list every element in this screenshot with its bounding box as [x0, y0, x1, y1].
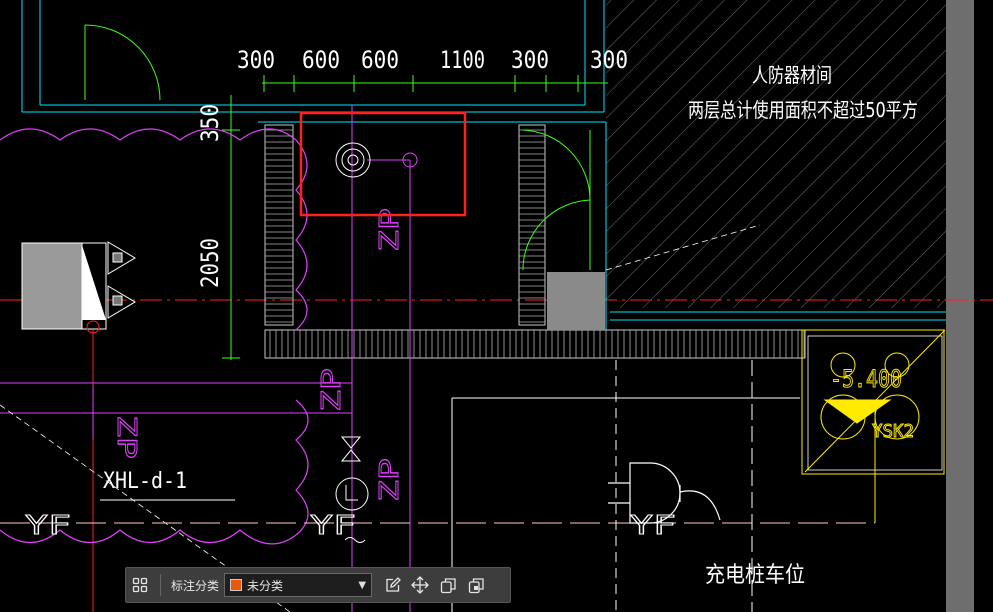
dim-text-5: 300	[511, 46, 549, 74]
pipe-end-icon	[402, 152, 418, 168]
fire-hydrant-box-icon	[21, 241, 136, 330]
wall-strip-ticks	[265, 129, 805, 358]
edit-icon[interactable]	[378, 571, 406, 599]
category-label: 标注分类	[171, 578, 220, 593]
structural-column-right	[946, 0, 974, 612]
hatched-area	[606, 0, 946, 308]
room-label-note: 两层总计使用面积不超过50平方	[688, 98, 918, 122]
category-selected-value: 未分类	[247, 578, 284, 593]
chevron-down-icon: ▼	[358, 579, 367, 591]
dim-text-2: 600	[302, 46, 340, 74]
revision-cloud	[0, 128, 309, 545]
annotation-toolbar: 标注分类 未分类 ▼	[125, 567, 511, 603]
level-label: -5.400	[830, 365, 902, 393]
category-color-swatch	[230, 579, 243, 591]
pipe-lines	[0, 105, 411, 612]
charger-icon	[608, 462, 721, 524]
toolbar-divider	[160, 574, 161, 596]
pipe-label-zp-2: ZP	[317, 368, 347, 412]
pipe-label-yf-2: YF	[310, 511, 356, 541]
pipe-label-yf-1: YF	[25, 511, 71, 541]
floor-drain-icon	[335, 142, 371, 178]
parking-label: 充电桩车位	[705, 563, 805, 588]
equipment-label: YSK2	[872, 421, 914, 442]
wall-strips	[264, 124, 806, 359]
dim-text-3: 600	[361, 46, 399, 74]
leader-dashed-2	[605, 224, 761, 271]
dim-text-4: 1100	[440, 46, 485, 74]
equipment-block	[801, 329, 946, 523]
dim-text-350: 350	[196, 104, 224, 142]
column-block	[547, 272, 605, 330]
valve-icon	[335, 436, 369, 543]
room-label-title: 人防器材间	[752, 63, 832, 87]
dim-text-1: 300	[237, 46, 275, 74]
pipe-label-zp-4: ZP	[111, 415, 141, 459]
duplicate-icon[interactable]	[462, 571, 490, 599]
grid-menu-icon[interactable]	[126, 571, 154, 599]
pipe-label-zp-3: ZP	[375, 458, 405, 502]
riser-point-icon	[86, 320, 100, 334]
hydrant-label: XHL-d-1	[103, 469, 187, 494]
door-swings	[84, 24, 591, 271]
dim-text-2050: 2050	[196, 238, 224, 288]
dimension-lines	[222, 75, 608, 360]
pipe-label-yf-3: YF	[630, 511, 676, 541]
dim-text-6: 300	[590, 46, 628, 74]
move-icon[interactable]	[406, 571, 434, 599]
highlight-selection-box[interactable]	[299, 111, 467, 217]
copy-icon[interactable]	[434, 571, 462, 599]
category-dropdown[interactable]: 未分类 ▼	[224, 573, 373, 597]
